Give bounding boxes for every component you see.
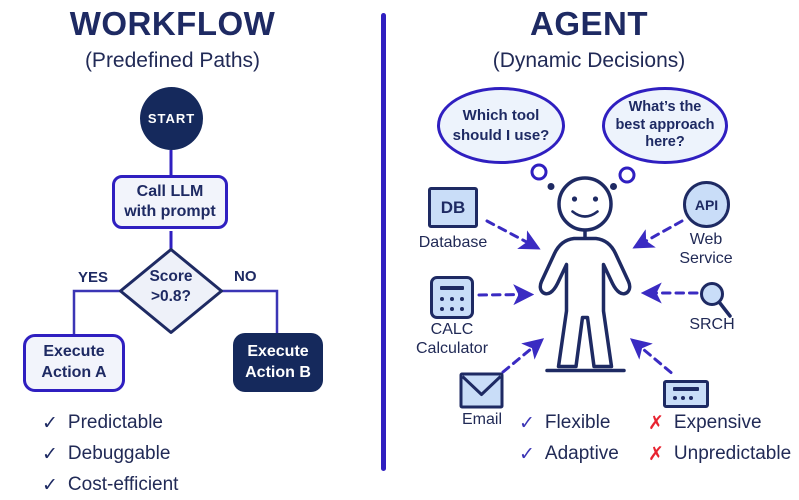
search-icon (700, 282, 732, 318)
check-icon: ✓ (519, 412, 535, 434)
terminal-card-icon (663, 380, 709, 408)
person-body (538, 236, 632, 369)
pro-item-label: Cost-efficient (67, 474, 179, 495)
agent-subtitle: (Dynamic Decisions) (492, 49, 686, 72)
action-a-node: Execute Action A (23, 334, 125, 392)
check-icon: ✓ (519, 443, 535, 465)
calculator-display (440, 286, 464, 290)
person-eye-left (571, 196, 578, 202)
person-head (557, 176, 613, 232)
pro-item: ✓ Adaptive (519, 443, 619, 465)
thought-bubble-left: Which tool should I use? (437, 87, 565, 164)
search-label: SRCH (689, 316, 735, 333)
con-item: ✗ Unpredictable (648, 443, 791, 465)
terminal-card-dot (673, 396, 677, 400)
check-icon: ✓ (42, 474, 58, 496)
bubble-tail-large-left (530, 163, 548, 181)
pro-item: ✓ Predictable (42, 412, 178, 434)
yes-branch-label: YES (78, 269, 109, 286)
search-icon-lens (700, 282, 724, 306)
envelope-icon (459, 372, 504, 409)
arrow-terminal-to-person (629, 338, 673, 374)
calculator-key (450, 307, 454, 311)
pro-item: ✓ Flexible (519, 412, 619, 434)
con-item: ✗ Expensive (648, 412, 791, 434)
bubble-tail-large-right (618, 166, 636, 184)
cross-icon: ✗ (648, 412, 664, 434)
agent-pros-list: ✓ Flexible ✓ Adaptive (519, 412, 619, 474)
api-circle-icon: API (683, 181, 730, 228)
connector-yes-branch (72, 289, 122, 337)
connector-no-branch (220, 289, 279, 336)
person-eye-right (592, 196, 599, 202)
terminal-card-dot (681, 396, 685, 400)
envelope-flap (461, 375, 502, 396)
workflow-title: WORKFLOW (69, 5, 276, 42)
calculator-icon (430, 276, 474, 319)
calculator-label: CALC Calculator (415, 321, 489, 358)
web-service-label: Web Service (679, 231, 733, 268)
person-figure (538, 176, 632, 373)
thought-bubble-tails (530, 163, 636, 190)
start-node: START (140, 87, 203, 150)
panel-divider (381, 13, 386, 471)
bubble-tail-small-left (547, 183, 555, 190)
agent-cons-list: ✗ Expensive ✗ Unpredictable (648, 412, 791, 474)
thought-bubble-right: What’s the best approach here? (602, 87, 728, 164)
workflow-pros-list: ✓ Predictable ✓ Debuggable ✓ Cost-effici… (42, 412, 178, 500)
arrow-calculator-to-person (477, 284, 535, 306)
con-item-label: Unpredictable (673, 443, 792, 464)
pro-item-label: Adaptive (544, 443, 619, 464)
person-smile (571, 210, 599, 218)
calculator-key (450, 297, 454, 301)
calculator-key (460, 297, 464, 301)
search-icon-handle (717, 300, 732, 318)
email-label: Email (461, 411, 502, 428)
terminal-card-dot (689, 396, 693, 400)
no-branch-label: NO (234, 268, 257, 285)
check-icon: ✓ (42, 443, 58, 465)
pro-item-label: Debuggable (67, 443, 171, 464)
terminal-card-line (673, 387, 699, 391)
pro-item-label: Predictable (67, 412, 163, 433)
check-icon: ✓ (42, 412, 58, 434)
pro-item-label: Flexible (544, 412, 611, 433)
cross-icon: ✗ (648, 443, 664, 465)
pro-item: ✓ Cost-efficient (42, 474, 178, 496)
con-item-label: Expensive (673, 412, 762, 433)
calculator-key (460, 307, 464, 311)
workflow-subtitle: (Predefined Paths) (84, 49, 261, 72)
action-b-node: Execute Action B (233, 333, 323, 392)
arrow-email-to-person (501, 338, 545, 374)
pro-item: ✓ Debuggable (42, 443, 178, 465)
bubble-tail-small-right (610, 183, 617, 190)
database-icon: DB (428, 187, 478, 228)
call-llm-node: Call LLM with prompt (112, 175, 228, 229)
database-label: Database (418, 234, 488, 251)
decision-node-label: Score >0.8? (149, 268, 193, 306)
tool-arrows (477, 219, 699, 374)
agent-title: AGENT (530, 5, 648, 42)
envelope-body (459, 372, 504, 409)
calculator-key (440, 307, 444, 311)
calculator-key (440, 297, 444, 301)
